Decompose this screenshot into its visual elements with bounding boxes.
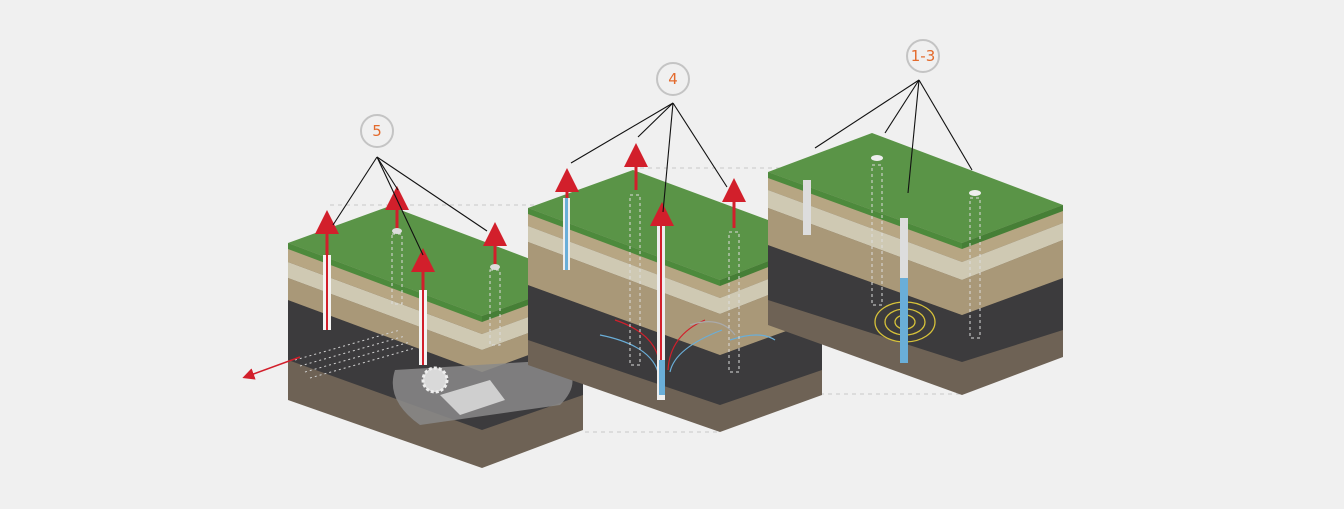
callout-stage-4: 4 (656, 62, 690, 96)
callout-label: 4 (668, 70, 678, 88)
leader-lines (332, 79, 973, 256)
callout-label: 5 (372, 122, 382, 140)
fracture-grid-icon (294, 329, 416, 379)
grass-surface (288, 206, 583, 316)
callout-label: 1-3 (911, 47, 936, 65)
sand-layer (288, 262, 482, 350)
mining-gear-icon (392, 360, 573, 425)
outflow-arrow (242, 356, 301, 380)
drilling-rig-icon (555, 143, 746, 400)
callout-stage-5: 5 (360, 114, 394, 148)
grass-surface (768, 133, 1063, 243)
callout-stage-1-3: 1-3 (906, 39, 940, 73)
clay-layer-lower (288, 278, 482, 372)
drilling-rig-icon (803, 155, 981, 363)
block-1-3 (768, 133, 1063, 395)
production-well-icon (315, 186, 507, 365)
grass-surface (528, 170, 822, 280)
